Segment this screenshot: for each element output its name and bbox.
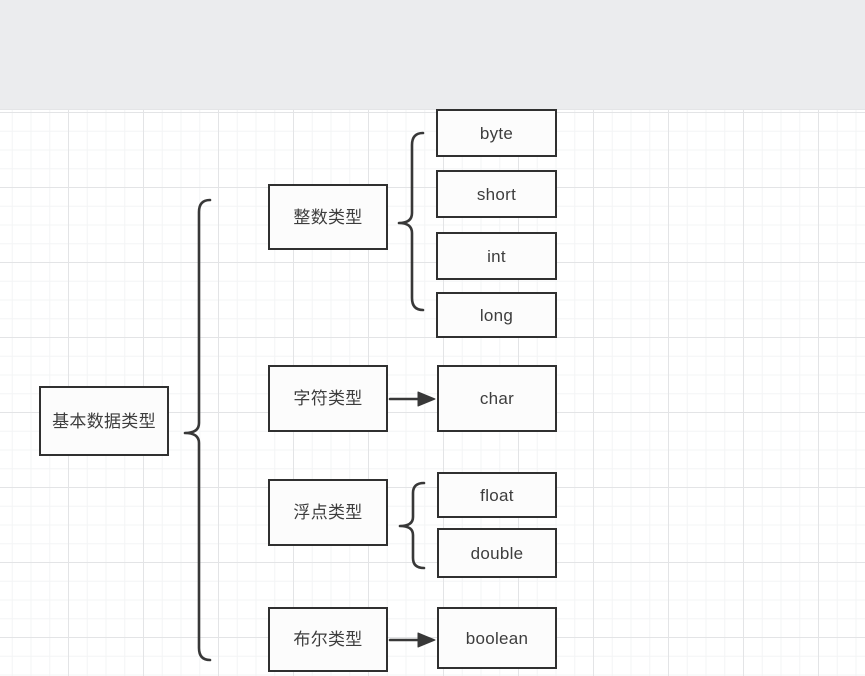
node-float[interactable]: float: [437, 472, 557, 518]
node-long[interactable]: long: [436, 292, 557, 338]
node-floating-type[interactable]: 浮点类型: [268, 479, 388, 546]
node-bool-type[interactable]: 布尔类型: [268, 607, 388, 672]
node-integer-types[interactable]: 整数类型: [268, 184, 388, 250]
node-basic-data-types[interactable]: 基本数据类型: [39, 386, 169, 456]
node-char[interactable]: char: [437, 365, 557, 432]
node-integer-types-label: 整数类型: [293, 207, 363, 227]
node-double[interactable]: double: [437, 528, 557, 578]
node-int[interactable]: int: [436, 232, 557, 280]
node-bool-type-label: 布尔类型: [293, 630, 363, 649]
node-character-type-label: 字符类型: [293, 389, 363, 408]
node-boolean[interactable]: boolean: [437, 607, 557, 669]
node-double-label: double: [470, 543, 524, 563]
node-boolean-label: boolean: [465, 628, 529, 648]
node-float-label: float: [480, 485, 514, 505]
node-floating-type-label: 浮点类型: [293, 503, 363, 522]
header-bar: [0, 0, 865, 110]
node-basic-data-types-label: 基本数据类型: [52, 411, 156, 431]
node-short[interactable]: short: [436, 170, 557, 218]
node-long-label: long: [479, 305, 514, 325]
node-byte-label: byte: [479, 123, 514, 143]
node-character-type[interactable]: 字符类型: [268, 365, 388, 432]
node-short-label: short: [476, 184, 517, 204]
node-byte[interactable]: byte: [436, 109, 557, 157]
node-int-label: int: [487, 246, 506, 266]
node-char-label: char: [479, 389, 515, 408]
